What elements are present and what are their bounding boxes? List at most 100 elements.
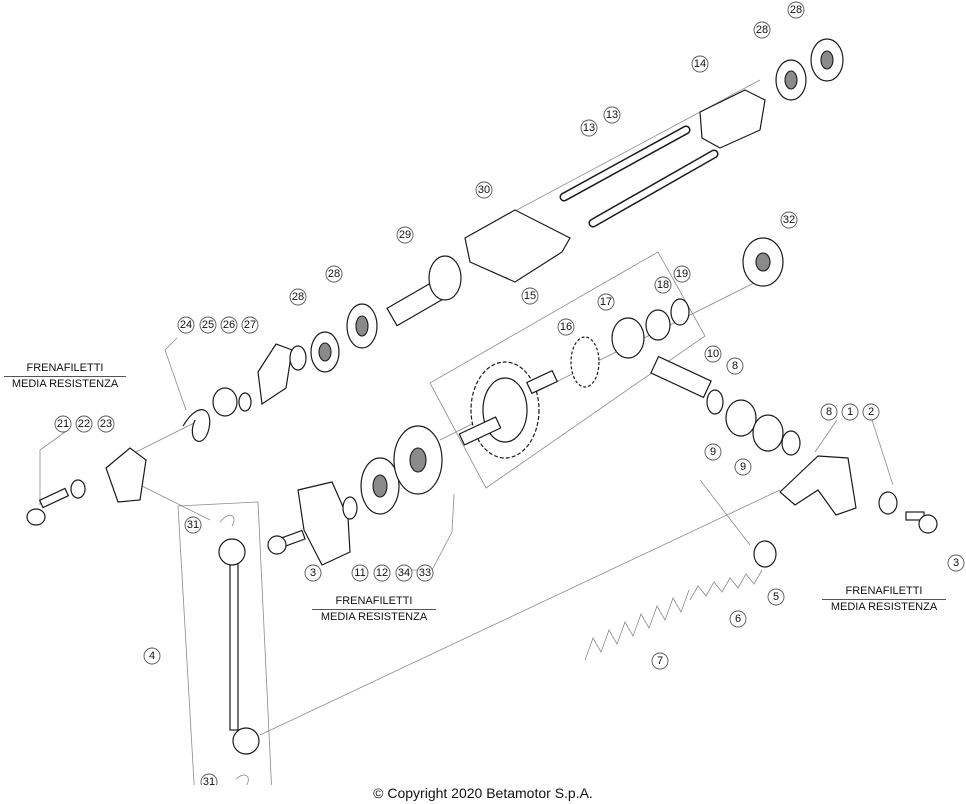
callout: 27 xyxy=(241,316,259,334)
svg-text:12: 12 xyxy=(376,567,388,579)
callout: 13 xyxy=(580,119,598,137)
cup-5 xyxy=(753,540,777,568)
svg-text:9: 9 xyxy=(710,446,716,458)
svg-text:3: 3 xyxy=(310,567,316,579)
svg-text:8: 8 xyxy=(826,406,832,418)
callout: 30 xyxy=(475,181,493,199)
svg-text:1: 1 xyxy=(847,406,853,418)
svg-text:28: 28 xyxy=(292,291,304,303)
svg-text:13: 13 xyxy=(583,122,595,134)
washer-2 xyxy=(878,491,898,515)
callout: 22 xyxy=(75,415,93,433)
note-line-1: FRENAFILETTI xyxy=(822,585,946,600)
callout: 8 xyxy=(726,357,744,375)
svg-text:23: 23 xyxy=(100,418,112,430)
lever-1 xyxy=(779,455,857,516)
circlip-28a xyxy=(289,345,307,371)
lever-23 xyxy=(105,447,147,503)
svg-text:11: 11 xyxy=(354,567,365,579)
gear-15 xyxy=(458,361,559,459)
svg-text:16: 16 xyxy=(560,321,572,333)
svg-text:31: 31 xyxy=(203,776,215,785)
svg-text:14: 14 xyxy=(694,58,706,70)
callout: 3 xyxy=(304,564,322,582)
note-line-2: MEDIA RESISTENZA xyxy=(320,611,428,623)
spring-24 xyxy=(182,409,211,442)
note-center: FRENAFILETTI MEDIA RESISTENZA xyxy=(312,595,436,624)
callout: 3 xyxy=(947,554,965,572)
note-right: FRENAFILETTI MEDIA RESISTENZA xyxy=(822,585,946,614)
rod-13a xyxy=(559,125,691,202)
svg-text:33: 33 xyxy=(419,567,431,579)
callout: 28 xyxy=(787,1,805,19)
callout: 10 xyxy=(704,345,722,363)
svg-text:15: 15 xyxy=(524,290,536,302)
bearing-9b xyxy=(752,414,784,452)
callout: 2 xyxy=(862,403,880,421)
bearing-9a xyxy=(725,399,757,437)
washer-22 xyxy=(70,479,86,499)
svg-text:10: 10 xyxy=(707,348,719,360)
svg-text:22: 22 xyxy=(78,418,90,430)
callout: 26 xyxy=(220,316,238,334)
washer-17 xyxy=(611,317,645,359)
callout: 12 xyxy=(373,564,391,582)
svg-text:5: 5 xyxy=(773,591,779,603)
shaft-10 xyxy=(650,355,712,399)
callout: 29 xyxy=(396,226,414,244)
exploded-parts-diagram: 28 28 14 13 13 30 32 29 28 28 15 19 18 1… xyxy=(26,1,965,785)
svg-text:24: 24 xyxy=(180,319,192,331)
rod-4 xyxy=(218,538,260,755)
svg-text:6: 6 xyxy=(735,613,741,625)
clip-31b xyxy=(235,774,249,785)
washer-8a xyxy=(706,389,724,415)
callout: 34 xyxy=(395,564,413,582)
svg-text:32: 32 xyxy=(783,214,795,226)
callout: 8 xyxy=(820,403,838,421)
svg-text:28: 28 xyxy=(790,4,802,16)
callout: 4 xyxy=(143,647,161,665)
clip-31a xyxy=(219,514,235,527)
callout: 16 xyxy=(557,318,575,336)
bushing-25 xyxy=(212,387,238,417)
note-line-2: MEDIA RESISTENZA xyxy=(11,378,119,390)
callout: 25 xyxy=(199,316,217,334)
svg-text:30: 30 xyxy=(478,184,490,196)
callout: 9 xyxy=(704,443,722,461)
svg-text:3: 3 xyxy=(953,557,959,569)
bolt-3-right xyxy=(905,511,938,534)
circlip-19 xyxy=(670,298,690,326)
spring-6 xyxy=(689,569,763,601)
washer-8b xyxy=(781,430,801,456)
bushing-18 xyxy=(645,309,671,341)
svg-text:8: 8 xyxy=(732,360,738,372)
drum-14 xyxy=(699,89,766,149)
bolt-3-center xyxy=(267,529,306,555)
bearing-16 xyxy=(570,336,600,388)
callout: 28 xyxy=(289,288,307,306)
svg-text:27: 27 xyxy=(244,319,256,331)
note-left: FRENAFILETTI MEDIA RESISTENZA xyxy=(4,362,126,391)
svg-text:9: 9 xyxy=(740,461,746,473)
note-line-2: MEDIA RESISTENZA xyxy=(830,601,938,613)
svg-text:18: 18 xyxy=(657,279,669,291)
svg-text:19: 19 xyxy=(676,268,688,280)
callout: 9 xyxy=(734,458,752,476)
callout: 14 xyxy=(691,55,709,73)
svg-text:29: 29 xyxy=(399,229,411,241)
note-line-1: FRENAFILETTI xyxy=(4,362,126,377)
plate-27 xyxy=(257,343,293,406)
svg-text:4: 4 xyxy=(149,650,155,662)
svg-text:17: 17 xyxy=(600,296,612,308)
callout: 1 xyxy=(841,403,859,421)
callout: 5 xyxy=(767,588,785,606)
callout: 23 xyxy=(97,415,115,433)
svg-text:31: 31 xyxy=(187,519,199,531)
svg-text:25: 25 xyxy=(202,319,214,331)
callout: 17 xyxy=(597,293,615,311)
copyright-notice: © Copyright 2020 Betamotor S.p.A. xyxy=(373,785,593,801)
rod-13b xyxy=(588,149,719,228)
impeller xyxy=(297,481,351,566)
note-line-1: FRENAFILETTI xyxy=(312,595,436,610)
callout: 31 xyxy=(184,516,202,534)
